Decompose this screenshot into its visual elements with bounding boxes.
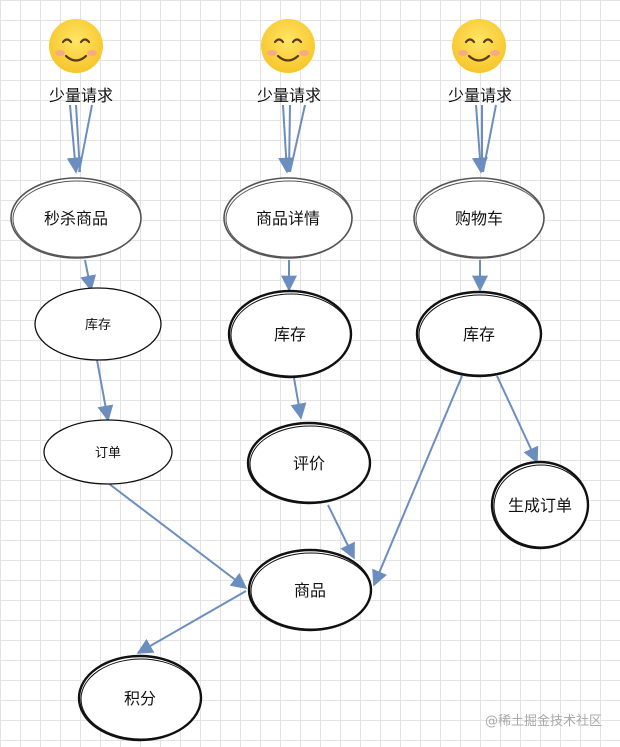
node-label: 购物车 (455, 209, 503, 228)
arrow-stock3-to-product (372, 375, 463, 587)
user-2: 少量请求 (257, 19, 321, 105)
node-points: 积分 (77, 654, 203, 742)
node-product: 商品 (247, 548, 373, 632)
node-cart: 购物车 (413, 177, 545, 259)
node-stock-2: 库存 (227, 289, 353, 379)
node-label: 库存 (463, 325, 495, 344)
node-label: 秒杀商品 (44, 209, 108, 228)
node-label: 商品 (294, 581, 326, 600)
node-seckill: 秒杀商品 (10, 177, 142, 259)
arrow-user2-to-detail (278, 104, 295, 174)
node-label: 库存 (85, 317, 111, 333)
arrow-user2-to-detail-c (289, 104, 306, 173)
smiley-face-icon (49, 19, 103, 73)
node-review: 评价 (246, 421, 372, 505)
arrow-review-to-product (327, 504, 355, 560)
arrow-product-to-points (136, 590, 247, 654)
user-3: 少量请求 (448, 19, 512, 105)
node-detail: 商品详情 (223, 177, 353, 259)
user-1: 少量请求 (49, 19, 113, 105)
node-stock-3: 库存 (415, 290, 543, 378)
arrow-user1-to-seckill-c (78, 104, 93, 173)
arrow-user2-to-detail-b (288, 104, 291, 173)
smiley-face-icon (452, 19, 506, 73)
node-label: 商品详情 (256, 209, 320, 228)
arrow-stock3-to-generate-order (496, 375, 539, 464)
arrow-seckill-to-stock1 (80, 259, 97, 292)
user-label: 少量请求 (49, 86, 113, 105)
node-label: 评价 (293, 454, 325, 473)
arrow-user3-to-cart-c (482, 104, 497, 173)
smiley-face-icon (261, 19, 315, 73)
arrow-user3-to-cart (471, 104, 488, 174)
node-label: 生成订单 (508, 496, 572, 515)
arrows (66, 104, 539, 654)
arrow-stock1-to-order (96, 359, 114, 422)
node-generate-order: 生成订单 (490, 460, 590, 550)
node-label: 订单 (95, 446, 121, 461)
arrow-stock2-to-review (290, 377, 307, 420)
node-label: 积分 (124, 689, 156, 708)
user-label: 少量请求 (257, 86, 321, 105)
arrow-user1-to-seckill (66, 104, 83, 174)
node-order: 订单 (43, 419, 173, 485)
node-stock-1: 库存 (34, 287, 162, 361)
watermark: @稀土掘金技术社区 (484, 714, 602, 729)
node-label: 库存 (274, 325, 306, 344)
arrow-user1-to-seckill-b (75, 104, 81, 173)
user-label: 少量请求 (448, 86, 512, 105)
arrow-order-to-product (107, 482, 248, 589)
